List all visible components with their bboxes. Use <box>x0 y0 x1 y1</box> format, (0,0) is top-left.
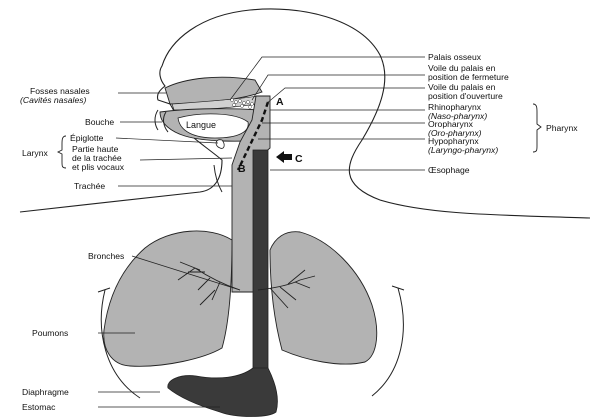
pharynx-bracket <box>533 104 541 152</box>
epiglottis <box>216 140 224 149</box>
label-point-b: B <box>238 163 246 175</box>
label-voile-ouverture-2: position d'ouverture <box>428 91 503 101</box>
label-voile-fermeture-2: position de fermeture <box>428 72 509 82</box>
label-oesophage: Œsophage <box>428 165 470 175</box>
larynx-bracket <box>58 136 66 168</box>
neck-inner-line <box>214 165 222 192</box>
label-palais-osseux: Palais osseux <box>428 52 482 62</box>
label-poumons: Poumons <box>32 328 68 338</box>
right-lung <box>270 232 377 364</box>
label-diaphragme: Diaphragme <box>22 387 69 397</box>
label-laryngo-pharynx: (Laryngo-pharynx) <box>428 145 498 155</box>
body-outline <box>20 9 590 218</box>
oesophagus <box>253 150 268 372</box>
stomach <box>168 368 278 417</box>
arrow-c <box>276 151 292 163</box>
label-larynx: Larynx <box>22 148 48 158</box>
label-trachee: Trachée <box>74 181 105 191</box>
label-estomac: Estomac <box>22 402 56 412</box>
label-epiglotte: Épiglotte <box>70 133 104 143</box>
label-point-c: C <box>295 153 303 165</box>
label-pharynx: Pharynx <box>546 123 578 133</box>
diaphragm-tick-left <box>98 288 110 292</box>
label-bronches: Bronches <box>88 251 124 261</box>
label-partie-haute-3: et plis vocaux <box>72 162 125 172</box>
label-bouche: Bouche <box>85 117 114 127</box>
label-cavites-nasales: (Cavités nasales) <box>20 95 87 105</box>
label-point-a: A <box>276 96 284 108</box>
diaphragm-right <box>372 288 403 396</box>
label-langue: Langue <box>186 120 216 130</box>
